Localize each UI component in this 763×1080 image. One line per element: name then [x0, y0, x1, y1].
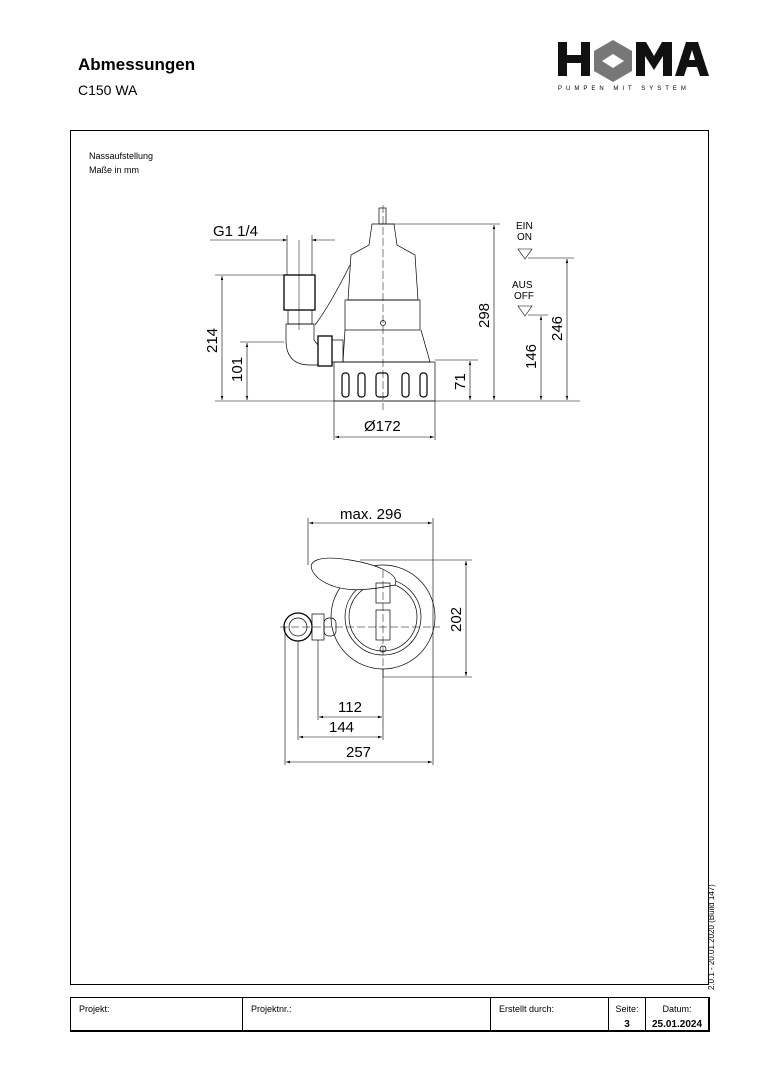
dim-112: 112	[338, 699, 362, 716]
logo-tagline: PUMPEN MIT SYSTEM	[558, 86, 690, 92]
project-cell: Projekt:	[71, 998, 243, 1030]
project-label: Projekt:	[79, 1004, 110, 1014]
pump-top-view	[280, 557, 440, 680]
pump-side-view	[283, 205, 436, 410]
dim-101: 101	[229, 357, 246, 382]
switch-off-en: OFF	[514, 291, 534, 302]
dim-71: 71	[452, 373, 469, 390]
installation-note: Nassaufstellung	[89, 151, 154, 161]
page-title: Abmessungen	[78, 55, 196, 74]
dim-202: 202	[448, 607, 465, 632]
switch-on-en: ON	[517, 232, 532, 243]
page-value: 3	[624, 1019, 630, 1030]
version-info: 2.0.1 - 20.01.2020 (Build 147)	[707, 884, 716, 990]
units-note: Maße in mm	[89, 165, 140, 175]
switch-off-de: AUS	[512, 280, 533, 291]
dim-246: 246	[549, 316, 566, 341]
dim-257: 257	[346, 744, 371, 761]
created-by-label: Erstellt durch:	[499, 1004, 555, 1014]
date-value: 25.01.2024	[651, 1019, 703, 1030]
created-by-cell: Erstellt durch:	[491, 998, 609, 1030]
date-label: Datum:	[662, 1004, 692, 1014]
thread-label: G1 1/4	[213, 223, 258, 240]
project-no-label: Projektnr.:	[251, 1004, 292, 1014]
title-block: Projekt: Projektnr.: Erstellt durch: Sei…	[70, 997, 710, 1032]
dim-144: 144	[329, 719, 354, 736]
page-label: Seite:	[615, 1004, 639, 1014]
dim-max-width: max. 296	[340, 506, 402, 523]
dim-298: 298	[476, 303, 493, 328]
product-model: C150 WA	[78, 82, 138, 98]
logo-graphic	[558, 40, 709, 82]
switch-on-de: EIN	[516, 221, 533, 232]
diameter-label: Ø172	[364, 418, 401, 435]
dim-146: 146	[523, 344, 540, 369]
top-dimensions	[284, 518, 472, 765]
homa-logo: PUMPEN MIT SYSTEM	[556, 38, 712, 98]
date-cell: Datum: 25.01.2024	[646, 998, 708, 1030]
page-cell: Seite: 3	[609, 998, 646, 1030]
project-no-cell: Projektnr.:	[243, 998, 491, 1030]
side-dimensions	[210, 223, 580, 440]
dim-214: 214	[204, 328, 221, 353]
drawing-frame	[70, 130, 709, 985]
